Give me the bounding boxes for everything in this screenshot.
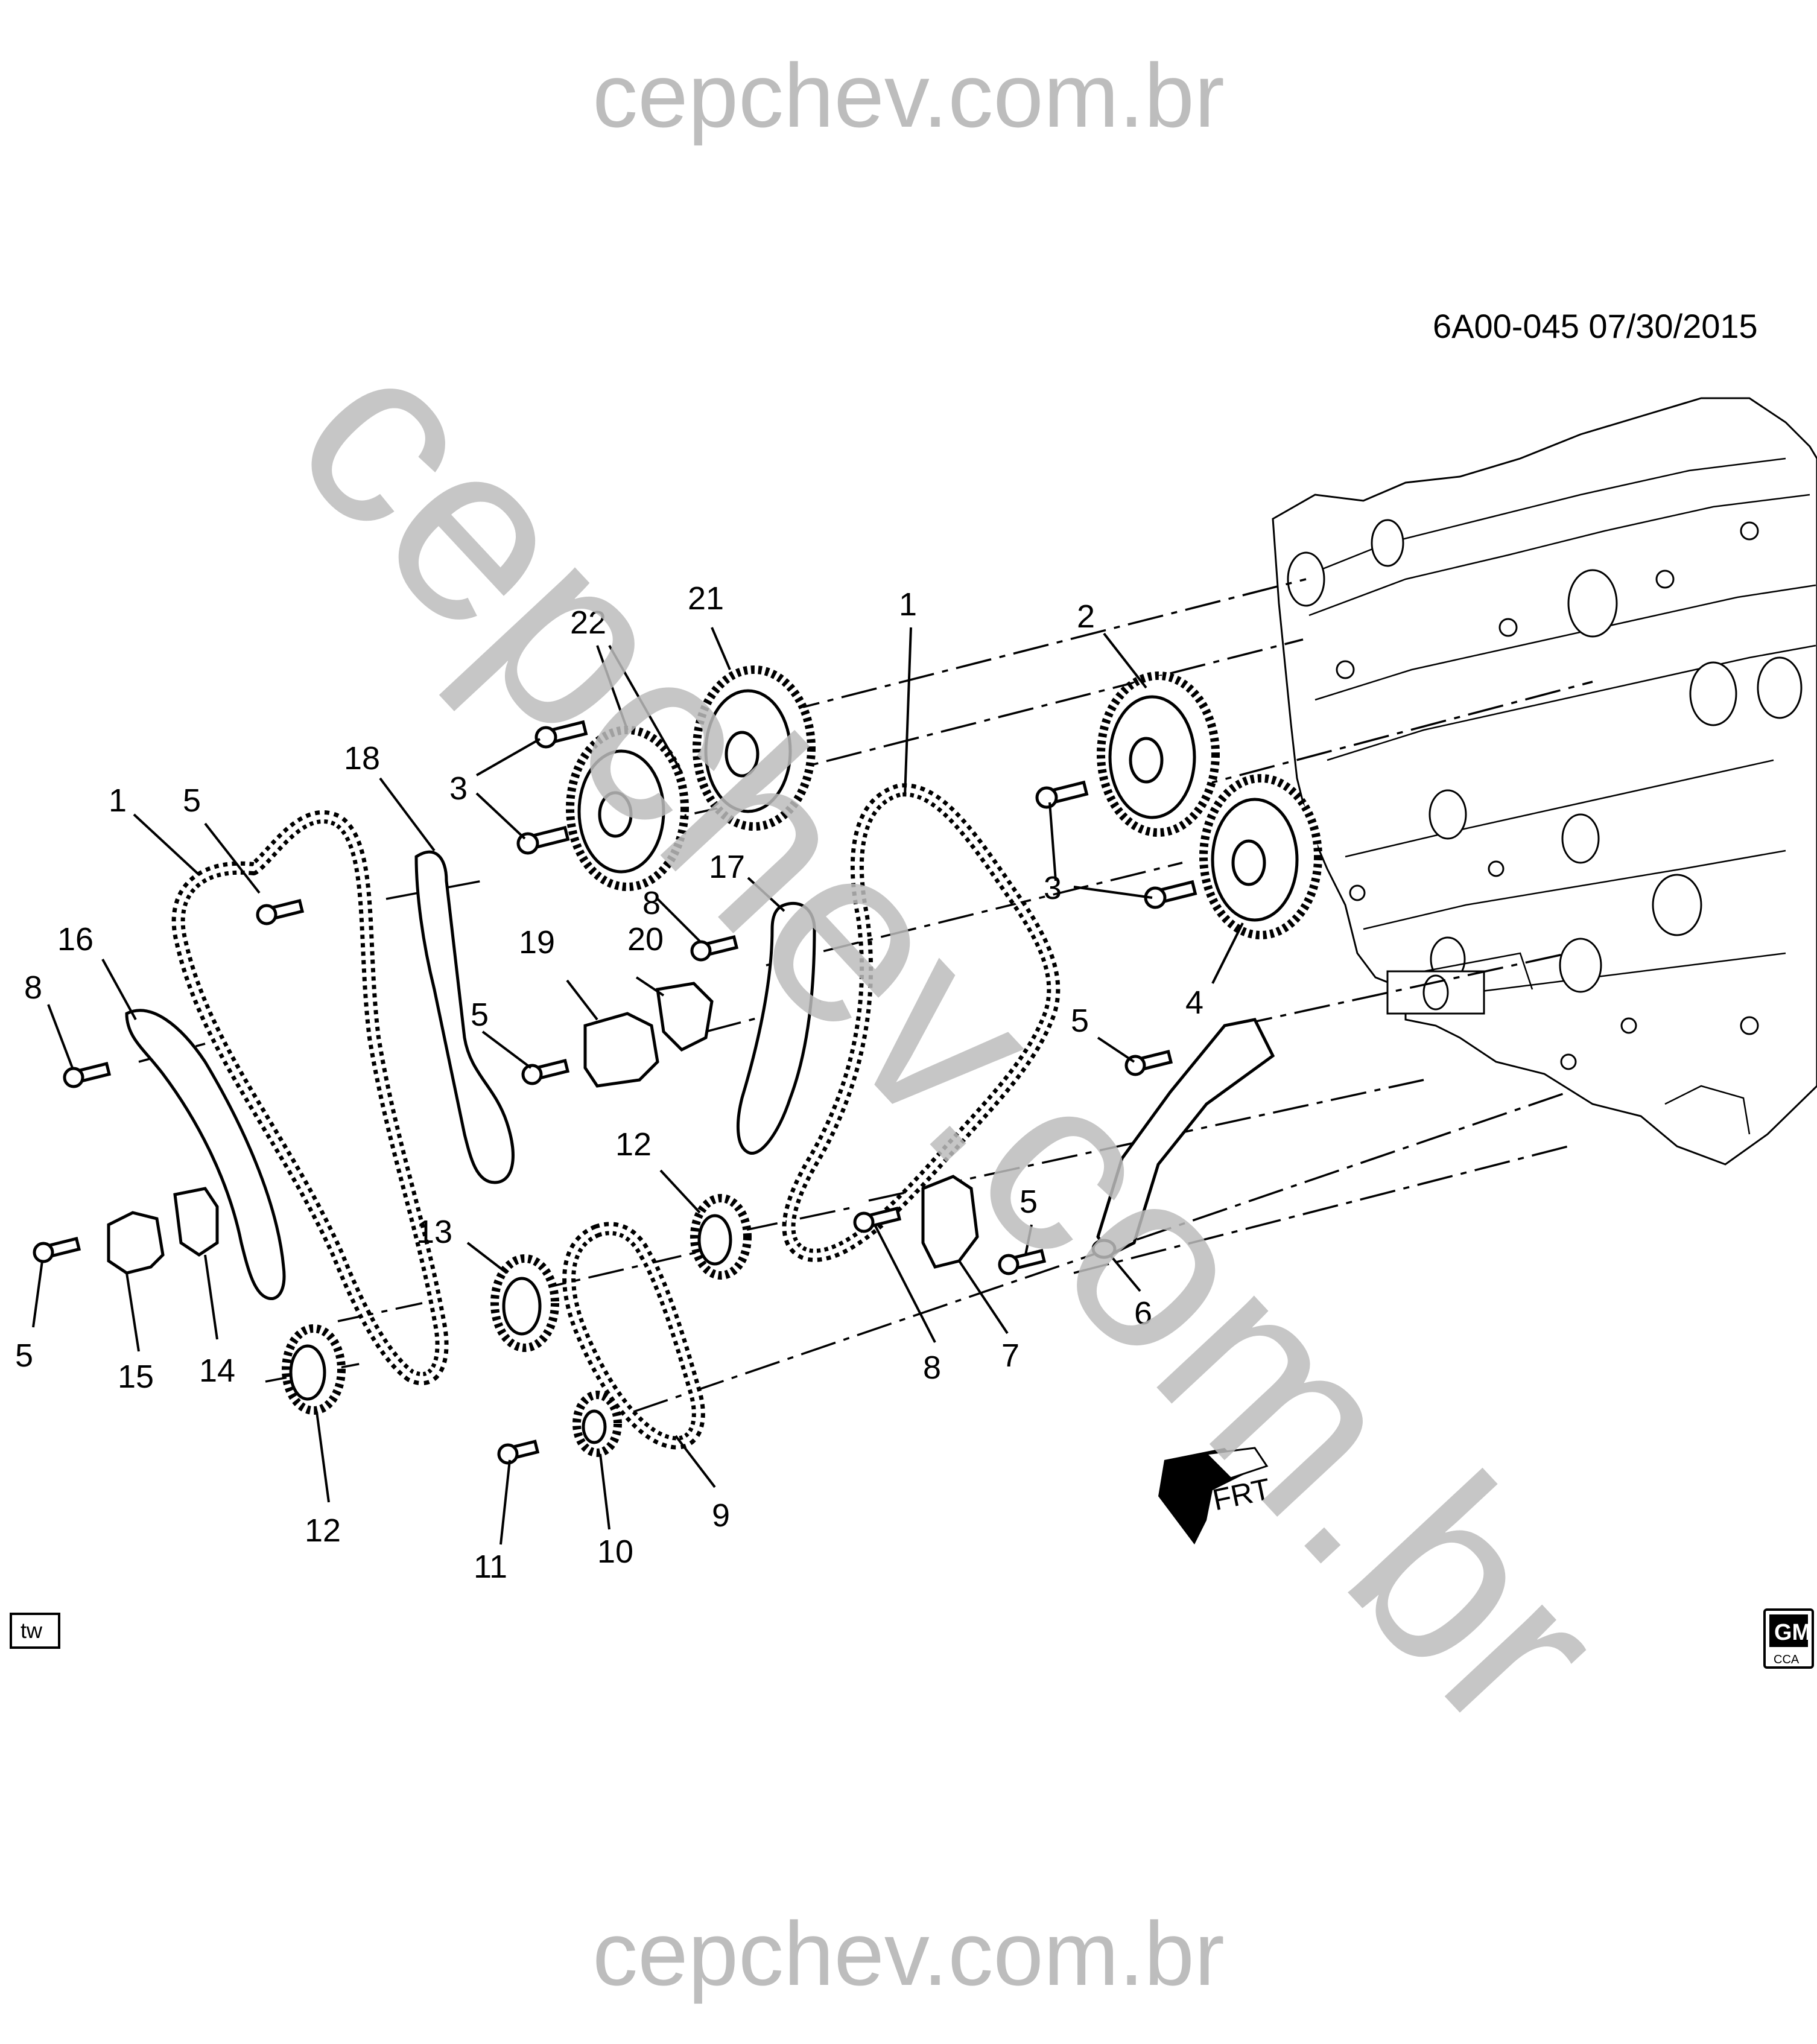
callout-8-a: 8 (24, 970, 42, 1006)
callout-18: 18 (344, 740, 380, 776)
tensioner-gasket-20 (656, 982, 714, 1052)
leader-lines (32, 627, 1244, 1545)
callout-6: 6 (1134, 1295, 1152, 1331)
callout-5-b: 5 (15, 1338, 33, 1374)
bolt-5-b (33, 1237, 81, 1263)
tw-badge-text: tw (21, 1618, 43, 1643)
camshaft-actuator-2 (1097, 671, 1220, 837)
callout-4: 4 (1185, 985, 1203, 1021)
tensioner-gasket-14 (173, 1187, 219, 1257)
bolt-3-right-upper (1035, 780, 1089, 809)
callout-5-d: 5 (1071, 1003, 1089, 1039)
callout-14: 14 (199, 1353, 235, 1389)
chain-guide-17 (737, 901, 816, 1155)
camshaft-actuator-4 (1199, 774, 1322, 939)
sprocket-13 (490, 1254, 559, 1352)
watermark-bottom: cepchev.com.br (592, 1903, 1225, 2004)
callout-20: 20 (627, 921, 664, 957)
sprocket-12-center (690, 1194, 752, 1280)
callout-7: 7 (1001, 1338, 1019, 1374)
callout-11: 11 (474, 1549, 507, 1585)
bolt-3-right-lower (1144, 880, 1197, 909)
svg-text:CCA: CCA (1774, 1653, 1800, 1666)
bolt-3-lower (516, 825, 570, 855)
bolt-3-upper (534, 720, 588, 749)
bolt-8-b (690, 935, 739, 962)
chain-guide-16 (125, 1009, 286, 1300)
bolts (33, 720, 1197, 1465)
callout-3-left: 3 (449, 770, 468, 807)
bolt-5-a (256, 899, 305, 925)
chain-tensioner-7 (921, 1175, 979, 1269)
front-arrow: FRT (1158, 1447, 1273, 1544)
sprocket-12-left (282, 1324, 346, 1415)
callout-15: 15 (118, 1359, 154, 1395)
callout-9: 9 (712, 1497, 730, 1534)
watermark-top: cepchev.com.br (592, 45, 1225, 146)
callout-21: 21 (688, 580, 724, 617)
callout-5-a: 5 (183, 782, 201, 819)
callout-13: 13 (416, 1214, 452, 1250)
bolt-5-e (998, 1249, 1047, 1275)
chain-tensioner-19 (583, 1012, 659, 1088)
callout-22: 22 (570, 605, 606, 641)
bolt-8-a (63, 1062, 112, 1088)
diagram-code: 6A00-045 07/30/2015 (1433, 307, 1758, 345)
bolt-8-c (853, 1207, 902, 1233)
callout-12-left: 12 (305, 1512, 341, 1549)
svg-text:GM: GM (1774, 1620, 1811, 1645)
bolt-5-c (521, 1059, 570, 1085)
tw-badge: tw (10, 1613, 60, 1649)
chain-guide-6 (1096, 1018, 1275, 1257)
callout-2: 2 (1077, 598, 1095, 635)
callouts: 1 1 2 3 3 4 5 5 5 5 5 6 7 8 8 8 9 10 11 … (15, 580, 1203, 1585)
callout-3-right: 3 (1044, 870, 1062, 906)
chain-guide-18 (414, 850, 515, 1184)
callout-10: 10 (597, 1534, 633, 1570)
engine-block (1272, 397, 1817, 1166)
callout-1-left: 1 (109, 782, 127, 819)
camshaft-actuator-21 (693, 665, 816, 831)
callout-5-c: 5 (471, 997, 489, 1033)
camshaft-actuator-22 (566, 726, 689, 891)
callout-17: 17 (709, 849, 745, 885)
sprocket-10 (572, 1391, 622, 1457)
callout-12-center: 12 (615, 1126, 652, 1163)
chain-tensioner-15 (107, 1211, 165, 1275)
callout-16: 16 (57, 921, 94, 957)
callout-1-right: 1 (899, 586, 917, 623)
callout-5-e: 5 (1019, 1184, 1038, 1220)
gm-logo: GM CCA (1763, 1608, 1814, 1669)
callout-8-c: 8 (923, 1350, 941, 1386)
callout-19: 19 (519, 924, 555, 960)
callout-8-b: 8 (642, 885, 661, 921)
guide-6-bushing (1091, 1239, 1117, 1259)
bolt-11 (497, 1439, 540, 1465)
